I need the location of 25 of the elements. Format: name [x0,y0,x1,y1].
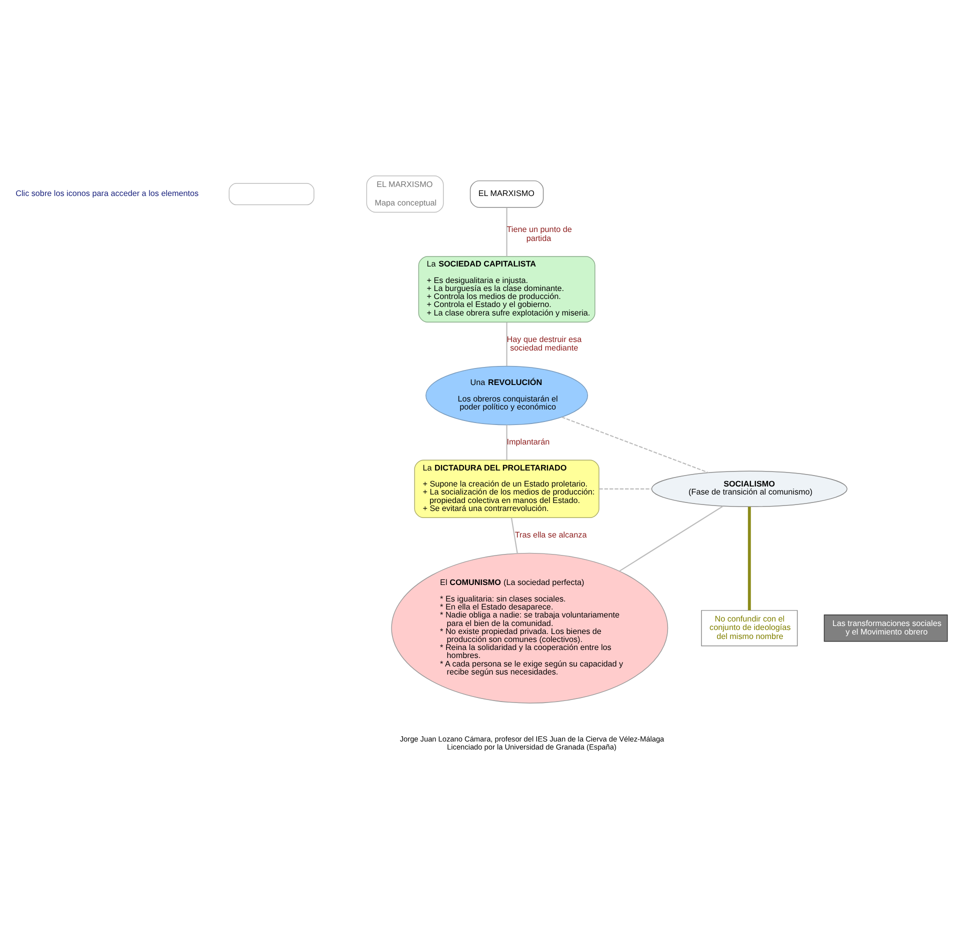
node-box: La SOCIEDAD CAPITALISTA + Es desigualitaria e injusta. + La burguesía es la clase dominante. + Controla los medios de producción. + Controla el Estado y el gobierno. + La clase obrera sufre explotación y miseria. [418,256,596,322]
label: Clic sobre los iconos para acceder a los elementos [16,189,199,198]
edge-label: Tiene un punto de partida [506,224,572,243]
node-box: EL MARXISMO Mapa conceptual [366,176,444,213]
node-ellipse: Una REVOLUCIÓN Los obreros conquistarán el poder político y económico [426,366,588,426]
node-ellipse: SOCIALISMO (Fase de transición al comunismo) [651,470,848,508]
node-box: Las transformaciones sociales y el Movimiento obrero [824,614,948,642]
label: Licenciado por la Universidad de Granada (España) [447,742,616,752]
connector [562,416,709,474]
label: Jorge Juan Lozano Cámara, profesor del IES Juan de la Cierva de Vélez-Málaga [400,734,664,744]
node-box [228,183,314,206]
node-ellipse: El COMUNISMO (La sociedad perfecta) * Es igualitaria: sin clases sociales. * En ella el Estado desaparece. * Nadie obliga a nadie: se trabaja voluntariamente para el bien de la comunidad. * No existe propiedad privada. Los bienes de producción son comunes (colectivos). * Reina la solidaridad y la cooperación entre los hombres. * A cada persona se le exige según su capacidad y recibe según sus necesidades. [391,552,668,704]
connector [599,488,652,490]
connector [510,518,518,554]
connector [619,506,724,572]
connector [506,207,508,256]
edge-label: Hay que destruir esa sociedad mediante [506,334,582,353]
connector [506,322,508,366]
edge-label: Implantarán [506,438,550,447]
connector [748,506,751,610]
edge-label: Tras ella se alcanza [514,530,587,540]
node-box: EL MARXISMO [470,180,544,208]
connector [506,424,508,460]
node-box: No confundir con el conjunto de ideologías del mismo nombre [701,610,798,646]
node-box: La DICTADURA DEL PROLETARIADO + Supone la creación de un Estado proletario. + La socialización de los medios de producción: propiedad colectiva en manos del Estado. + Se evitará una contrarrevolución. [414,460,600,518]
